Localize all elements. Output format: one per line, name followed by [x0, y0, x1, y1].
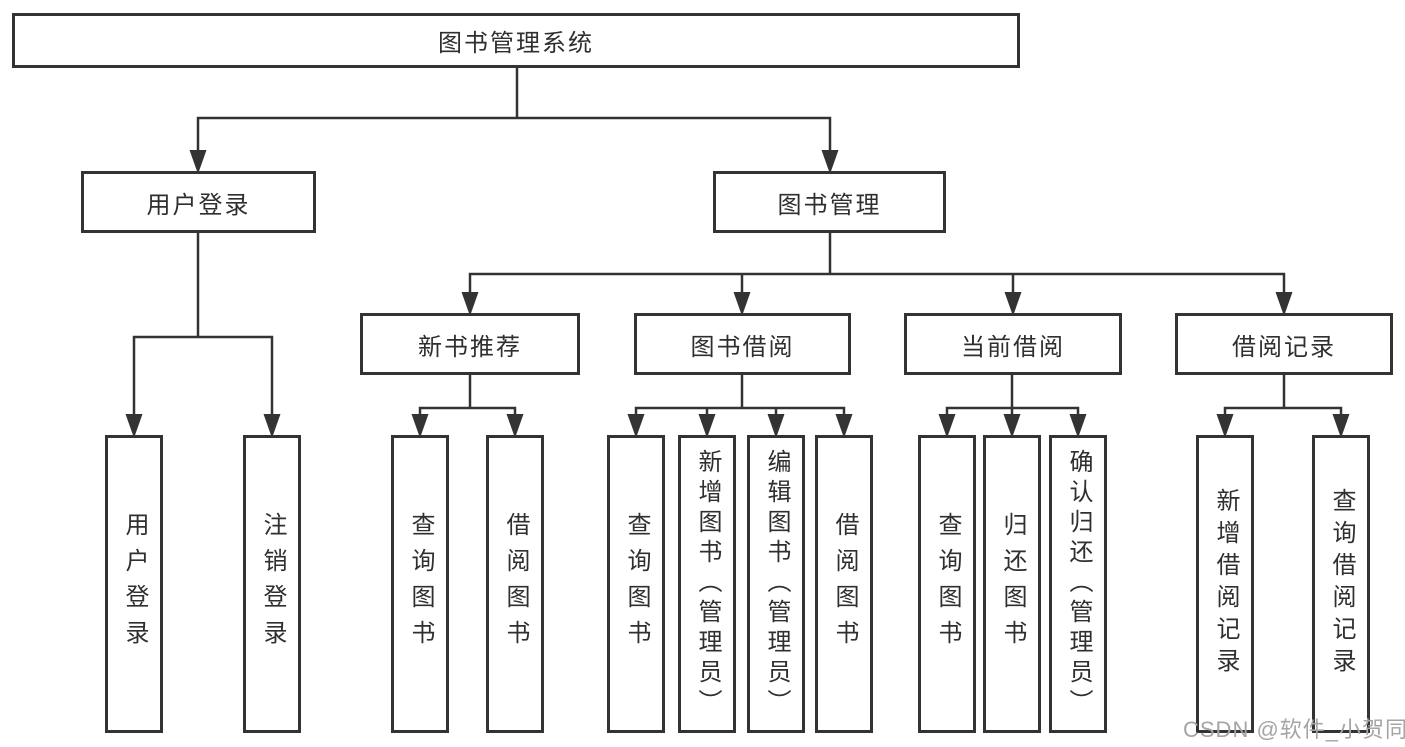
node-label: 确认归还（管理员）: [1065, 449, 1092, 719]
leaf-query-books-borrowing: 查询图书: [607, 435, 665, 733]
leaf-edit-book-admin: 编辑图书（管理员）: [747, 435, 805, 733]
node-current-borrowing: 当前借阅: [904, 313, 1122, 375]
node-label: 查询图书: [407, 512, 434, 656]
node-new-book-recommendation: 新书推荐: [360, 313, 580, 375]
node-book-management: 图书管理: [713, 171, 946, 233]
node-label: 查询图书: [623, 512, 650, 656]
node-label: 新增借阅记录: [1212, 488, 1239, 680]
leaf-confirm-return-admin: 确认归还（管理员）: [1049, 435, 1107, 733]
leaf-add-borrow-record: 新增借阅记录: [1196, 435, 1254, 733]
node-label: 归还图书: [999, 512, 1026, 656]
node-label: 借阅图书: [502, 512, 529, 656]
leaf-query-books-recommend: 查询图书: [391, 435, 449, 733]
node-label: 查询借阅记录: [1328, 488, 1355, 680]
node-library-management-system: 图书管理系统: [12, 13, 1020, 68]
node-label: 新书推荐: [418, 333, 522, 361]
node-label: 图书管理系统: [438, 30, 594, 57]
node-label: 新增图书（管理员）: [694, 449, 721, 719]
watermark: CSDN @软件_小贺同学: [1183, 717, 1405, 742]
leaf-return-books: 归还图书: [983, 435, 1041, 733]
node-label: 用户登录: [146, 191, 251, 219]
node-label: 用户登录: [121, 512, 148, 656]
leaf-query-borrow-record: 查询借阅记录: [1312, 435, 1370, 733]
node-label: 借阅记录: [1232, 333, 1336, 361]
node-user-login: 用户登录: [81, 171, 316, 233]
leaf-add-book-admin: 新增图书（管理员）: [678, 435, 736, 733]
leaf-borrow-books-recommend: 借阅图书: [486, 435, 544, 733]
node-label: 当前借阅: [961, 333, 1065, 361]
node-label: 注销登录: [259, 512, 286, 656]
node-label: 图书管理: [777, 191, 882, 219]
leaf-user-login: 用户登录: [105, 435, 163, 733]
node-label: 借阅图书: [831, 512, 858, 656]
node-label: 查询图书: [934, 512, 961, 656]
node-label: 图书借阅: [690, 333, 795, 361]
node-label: 编辑图书（管理员）: [763, 449, 790, 719]
leaf-logout: 注销登录: [243, 435, 301, 733]
leaf-borrow-books: 借阅图书: [815, 435, 873, 733]
node-book-borrowing: 图书借阅: [634, 313, 851, 375]
node-borrowing-records: 借阅记录: [1175, 313, 1393, 375]
leaf-query-books-current: 查询图书: [918, 435, 976, 733]
